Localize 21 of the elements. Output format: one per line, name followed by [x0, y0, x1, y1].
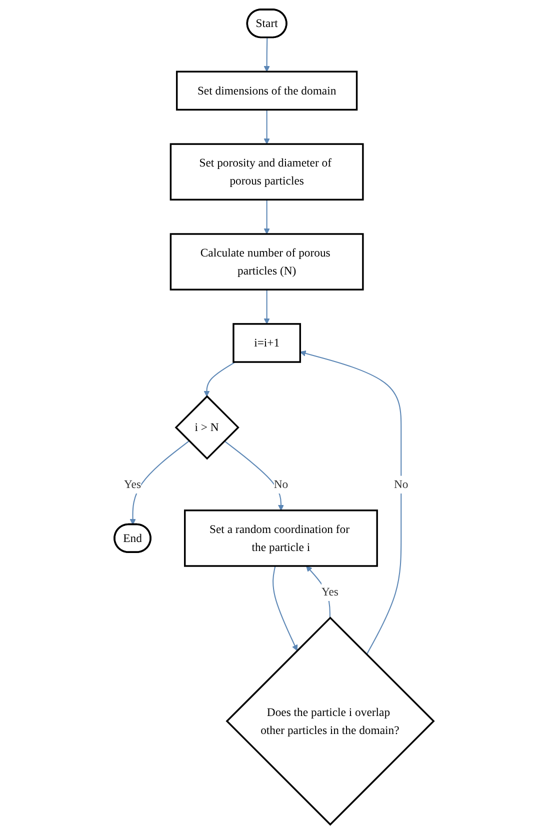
arrow: [272, 566, 298, 651]
node-box: Set a random coordination for the particle i: [184, 510, 378, 567]
node-box: Calculate number of porous particles (N): [170, 233, 364, 290]
edge-label: No: [274, 478, 288, 491]
arrow: [264, 290, 270, 324]
node-box: i=i+1: [232, 323, 301, 363]
arrow: [224, 440, 284, 511]
arrow: [300, 350, 402, 655]
arrow: [306, 566, 330, 618]
edge-label: Yes: [124, 478, 141, 491]
edge-label: Yes: [321, 585, 338, 598]
node-box: Set porosity and diameter of porous particles: [170, 143, 364, 201]
edge-label: No: [394, 478, 408, 491]
node-box: Set dimensions of the domain: [176, 70, 358, 111]
arrow: [264, 200, 270, 234]
node-diamond: i > N: [174, 395, 240, 460]
node-diamond: Does the particle i overlap other particles in the domain?: [226, 616, 435, 826]
arrow: [264, 38, 270, 72]
arrow: [130, 440, 190, 525]
arrow: [264, 110, 270, 144]
arrow: [204, 362, 236, 397]
